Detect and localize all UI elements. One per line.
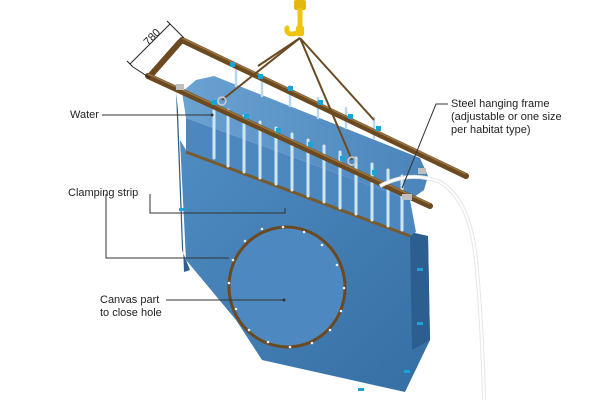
cable-ring-left <box>217 96 227 106</box>
side-connectors <box>179 208 423 391</box>
label-canvas-line-2: to close hole <box>100 307 162 319</box>
water-surface <box>182 76 428 200</box>
label-frame-line-3: per habitat type) <box>451 124 531 136</box>
frame-connectors <box>212 62 381 175</box>
patch-dots <box>227 225 346 349</box>
label-clamping-strip: Clamping strip <box>68 187 139 199</box>
label-canvas-line-1: Canvas part <box>100 294 160 306</box>
bag-right-side <box>410 232 430 350</box>
clamping-strip-top <box>185 150 411 238</box>
frame-clamps <box>176 84 426 200</box>
cable-ring-right <box>347 156 357 166</box>
leader-dot-water <box>210 113 214 117</box>
label-steel-frame: Steel hanging frame (adjustable or one s… <box>451 98 562 137</box>
label-canvas: Canvas part to close hole <box>100 294 162 320</box>
label-frame-line-2: (adjustable or one size <box>451 111 562 123</box>
dimension-indicator <box>126 20 185 79</box>
leader-lines <box>102 103 448 301</box>
leader-dot-canvas <box>282 298 286 302</box>
crane-hook-icon <box>284 0 306 37</box>
bag-side-panel <box>176 92 190 272</box>
canvas-patch <box>227 225 347 349</box>
dimension-label: 780 <box>142 27 163 48</box>
label-water: Water <box>70 109 99 121</box>
label-frame-line-1: Steel hanging frame <box>451 98 550 110</box>
lifting-cables <box>221 37 375 161</box>
